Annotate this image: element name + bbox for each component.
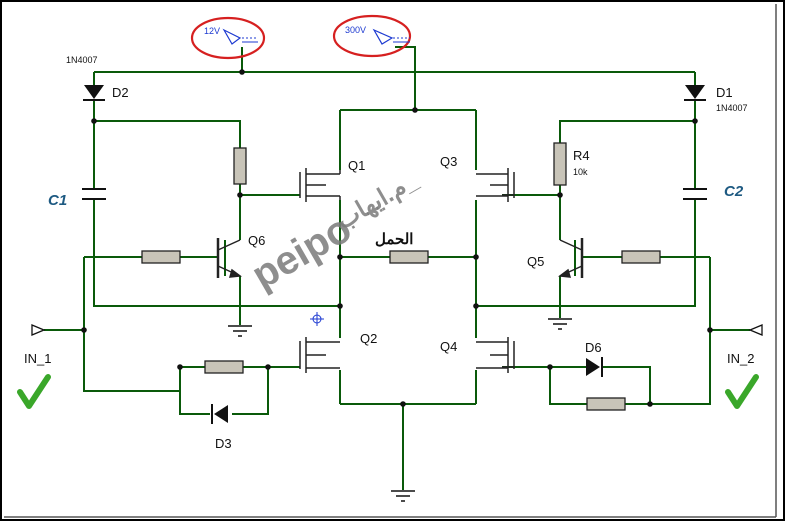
junctions	[81, 69, 713, 407]
ground-icon	[391, 490, 415, 502]
ground-icon	[548, 318, 572, 330]
q4-label: Q4	[440, 339, 457, 354]
resistor-q5-base	[621, 250, 661, 264]
resistor-q4-gate	[586, 397, 626, 411]
capacitor-c1: C1	[48, 188, 106, 209]
diode-d1: D1 1N4007	[684, 85, 748, 113]
diode-d6: D6	[585, 340, 603, 377]
d3-label: D3	[215, 436, 232, 451]
resistor-r4	[553, 142, 567, 186]
in1-label: IN_1	[24, 351, 51, 366]
resistor-q6-base	[141, 250, 181, 264]
d1-label: D1	[716, 85, 733, 100]
power-12v: 12V	[190, 16, 266, 60]
d2-part-label: 1N4007	[66, 55, 98, 65]
q6-label: Q6	[248, 233, 265, 248]
capacitor-c2: C2	[683, 183, 744, 200]
diode-d2: D2 1N4007	[66, 55, 129, 101]
checkmark-icon	[17, 374, 51, 409]
mosfet-q3	[476, 168, 515, 202]
input-terminal-icon	[748, 324, 763, 336]
power-terminal-icon	[372, 28, 394, 45]
power-300v-label: 300V	[345, 25, 366, 35]
r4-value-label: 10k	[573, 167, 588, 177]
power-terminal-icon	[222, 28, 242, 45]
mosfet-q2	[299, 337, 340, 373]
r4-label: R4	[573, 148, 590, 163]
resistor-q2-gate	[204, 360, 244, 374]
load-label: الحمل	[375, 231, 413, 248]
mosfet-q1	[299, 168, 341, 202]
d6-label: D6	[585, 340, 602, 355]
mosfet-q4	[476, 337, 515, 373]
transistor-q6	[216, 238, 242, 278]
input-terminal-icon	[31, 324, 46, 336]
diode-d3: D3	[211, 404, 232, 451]
power-12v-label: 12V	[204, 26, 220, 36]
d1-part-label: 1N4007	[716, 103, 748, 113]
resistor-load	[389, 250, 429, 264]
q2-label: Q2	[360, 331, 377, 346]
transistor-q5	[558, 238, 584, 278]
power-300v: 300V	[332, 14, 412, 58]
resistor-left-pullup	[233, 147, 247, 185]
resistors	[141, 142, 661, 411]
d2-label: D2	[112, 85, 129, 100]
checkmark-icon	[725, 374, 759, 409]
c2-label: C2	[724, 183, 744, 200]
ground-icon	[228, 325, 252, 337]
in2-label: IN_2	[727, 351, 754, 366]
q1-label: Q1	[348, 158, 365, 173]
crosshair-icon	[310, 312, 324, 326]
q5-label: Q5	[527, 254, 544, 269]
c1-label: C1	[48, 192, 67, 209]
q3-label: Q3	[440, 154, 457, 169]
